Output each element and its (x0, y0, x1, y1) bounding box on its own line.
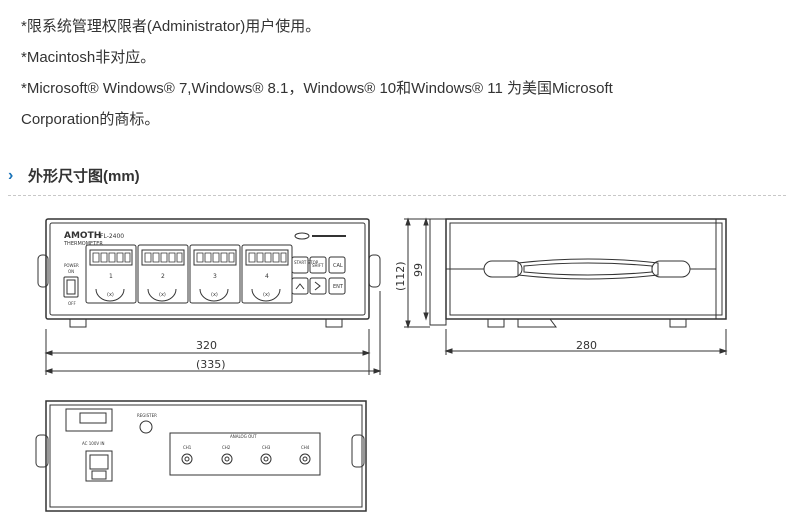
svg-text:(x): (x) (107, 292, 114, 298)
svg-text:CH2: CH2 (222, 445, 231, 450)
height-dim: 99 (412, 263, 425, 277)
side-view: 99 (112) 280 (394, 217, 728, 355)
dimension-drawing: AMOTH FL-2400 THERMOMETER POWER ON OFF 1… (0, 205, 794, 526)
section-header: › 外形尺寸图(mm) (8, 165, 140, 186)
svg-text:REGISTER: REGISTER (137, 413, 157, 418)
shift-label: SHIFT (312, 263, 324, 268)
ent-label: ENT (333, 284, 344, 290)
subtitle-text: THERMOMETER (63, 241, 103, 247)
overall-width-dim: (335) (196, 358, 226, 371)
svg-text:(x): (x) (263, 292, 270, 298)
on-label: ON (68, 269, 74, 274)
note-admin: *限系统管理权限者(Administrator)用户使用。 (21, 18, 321, 35)
depth-dim: 280 (576, 339, 597, 352)
cal-label: CAL (333, 263, 343, 269)
dimension-drawing-svg: AMOTH FL-2400 THERMOMETER POWER ON OFF 1… (35, 217, 728, 512)
note-trademark-cont: Corporation的商标。 (21, 111, 160, 128)
svg-text:(x): (x) (211, 292, 218, 298)
front-view: AMOTH FL-2400 THERMOMETER POWER ON OFF 1… (37, 218, 382, 375)
section-divider (8, 195, 786, 196)
svg-text:CH3: CH3 (262, 445, 271, 450)
brand-text: AMOTH (64, 231, 101, 241)
overall-height-dim: (112) (394, 261, 407, 291)
svg-text:3: 3 (213, 273, 217, 280)
rear-view: REGISTER AC 100V IN ANALOG OUT CH1 CH2 C… (35, 400, 367, 512)
note-trademark: *Microsoft® Windows® 7,Windows® 8.1，Wind… (21, 80, 613, 97)
channel-module-2: 2 (x) (137, 244, 189, 304)
width-dim: 320 (196, 339, 217, 352)
off-label: OFF (68, 301, 76, 306)
svg-text:1: 1 (109, 273, 113, 280)
ac-label: AC 100V IN (82, 441, 105, 446)
model-text: FL-2400 (100, 233, 124, 240)
svg-text:2: 2 (161, 273, 165, 280)
chevron-right-icon: › (8, 166, 14, 184)
power-label: POWER (64, 263, 79, 268)
svg-text:CH4: CH4 (301, 445, 310, 450)
channel-module-4: 4 (x) (241, 244, 293, 304)
svg-text:CH1: CH1 (183, 445, 192, 450)
svg-text:4: 4 (265, 273, 269, 280)
notes-block: *限系统管理权限者(Administrator)用户使用。 *Macintosh… (21, 11, 781, 135)
svg-text:(x): (x) (159, 292, 166, 298)
channel-module-1: 1 (x) (85, 244, 137, 304)
section-title: 外形尺寸图(mm) (28, 168, 140, 185)
analog-label: ANALOG OUT (230, 434, 257, 439)
channel-module-3: 3 (x) (189, 244, 241, 304)
start-stop-label: START STOP (294, 260, 319, 265)
note-macintosh: *Macintosh非对应。 (21, 49, 156, 66)
